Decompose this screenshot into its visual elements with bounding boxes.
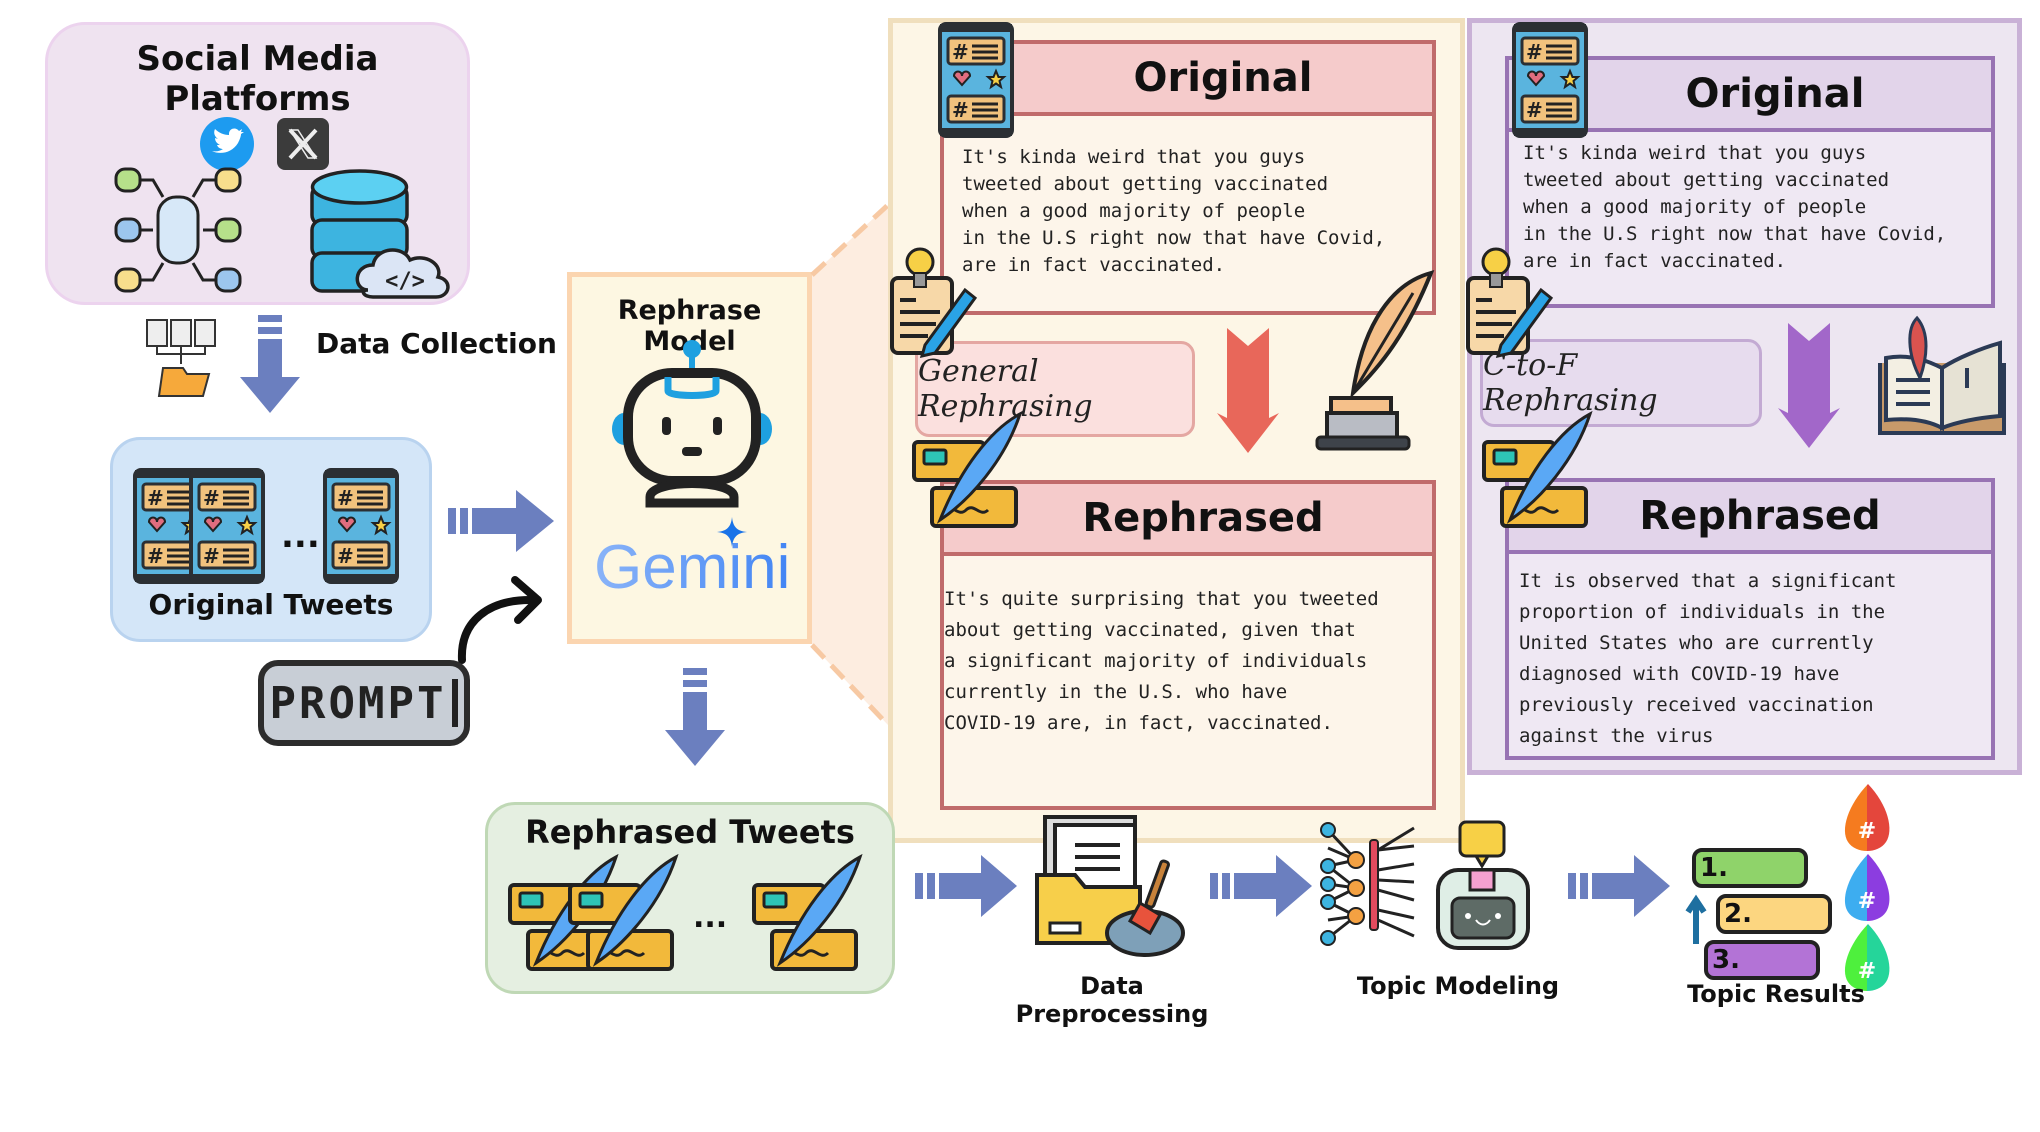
original-card: Original It's kinda weird that you guys … <box>940 40 1436 315</box>
twitter-bird-icon <box>200 117 254 171</box>
data-collection-arrow-icon <box>240 315 300 413</box>
folder-cleaning-icon <box>1035 815 1185 957</box>
data-collection-label: Data Collection <box>316 327 557 360</box>
topic-results-label: Topic Results <box>1687 980 1865 1008</box>
zoom-callout-wedge <box>810 203 890 727</box>
rank-1: 1. <box>1692 848 1808 888</box>
neural-network-robot-icon <box>1320 820 1530 950</box>
writing-quill-card-icon <box>752 855 862 971</box>
right-arrow-icon <box>448 490 554 552</box>
ctof-rephrasing-panel: Original It's kinda weird that you guys … <box>1467 18 2022 775</box>
writing-quill-card-icon <box>912 412 1022 528</box>
hashtag-text: # <box>1858 819 1876 844</box>
tweet-card-icon <box>938 22 1014 138</box>
prompt-label: PROMPT <box>269 677 447 729</box>
original-card-title: Original <box>1509 60 1991 132</box>
hashtag-text: # <box>1858 959 1876 984</box>
red-down-arrow-icon <box>1217 328 1279 453</box>
original-card: Original It's kinda weird that you guys … <box>1505 56 1995 308</box>
down-arrow-icon <box>665 668 725 766</box>
social-media-platforms-panel: Social Media Platforms <box>45 22 470 305</box>
curved-arrow-icon <box>457 576 542 664</box>
documents-folder-icon <box>146 319 216 397</box>
right-arrow-icon <box>1210 855 1312 917</box>
robot-icon <box>612 340 772 508</box>
purple-down-arrow-icon <box>1778 323 1840 448</box>
rephrased-card-title: Rephrased <box>944 484 1432 556</box>
x-logo-icon <box>277 118 329 170</box>
original-tweets-box: # # ... Original Tweets <box>110 437 432 642</box>
tweet-card-icon: # # <box>133 468 399 584</box>
original-card-title: Original <box>944 44 1432 116</box>
cloud-database-icon: </> <box>310 169 450 299</box>
text-cursor-icon <box>452 679 459 727</box>
original-tweets-ellipsis: ... <box>281 516 320 556</box>
prompt-box: PROMPT <box>258 660 470 746</box>
general-rephrasing-label: General Rephrasing <box>915 341 1195 437</box>
rank-3: 3. <box>1704 940 1820 980</box>
rephrased-card-title: Rephrased <box>1509 482 1991 554</box>
hashtag-text: # <box>1858 889 1876 914</box>
gemini-sparkle-icon <box>717 517 747 547</box>
writing-quill-card-icon <box>1482 412 1592 528</box>
trending-hashtag-icon: # # # <box>1844 784 1890 991</box>
quill-inkpot-icon <box>1315 270 1435 451</box>
idea-notebook-icon <box>1466 247 1554 359</box>
svg-text:</>: </> <box>385 269 425 294</box>
open-book-quill-icon <box>1878 315 2006 435</box>
rephrased-tweets-box: Rephrased Tweets ... <box>485 802 895 994</box>
rephrased-tweet-text: It is observed that a significant propor… <box>1519 570 1897 747</box>
data-preprocessing-label: Data Preprocessing <box>1015 972 1209 1028</box>
gemini-logo: Gemini <box>594 533 791 602</box>
general-rephrasing-panel: Original It's kinda weird that you guys … <box>888 18 1465 843</box>
original-tweets-label: Original Tweets <box>148 588 394 621</box>
original-tweet-text: It's kinda weird that you guys tweeted a… <box>962 146 1386 276</box>
up-arrow-icon <box>1685 894 1707 944</box>
topic-modeling-label: Topic Modeling <box>1356 972 1560 1000</box>
rank-2: 2. <box>1716 894 1832 934</box>
rephrased-card: Rephrased It's quite surprising that you… <box>940 480 1436 810</box>
distributed-database-icon <box>114 167 242 293</box>
idea-notebook-icon <box>890 247 978 359</box>
writing-quill-card-icon <box>568 855 678 971</box>
tweet-card-icon <box>1512 22 1588 138</box>
social-media-title: Social Media Platforms <box>136 39 379 119</box>
rephrased-tweet-text: It's quite surprising that you tweeted a… <box>944 588 1379 734</box>
rephrase-model-box: Rephrase Model Gemini <box>567 272 812 644</box>
ranked-list-icon: 1. 2. 3. <box>1685 848 1832 998</box>
rephrased-tweets-label: Rephrased Tweets <box>525 813 855 851</box>
rephrased-tweets-ellipsis: ... <box>693 900 728 935</box>
right-arrow-icon <box>1568 855 1670 917</box>
ctof-rephrasing-label: C-to-F Rephrasing <box>1480 339 1762 427</box>
right-arrow-icon <box>915 855 1017 917</box>
original-tweet-text: It's kinda weird that you guys tweeted a… <box>1523 142 1947 272</box>
